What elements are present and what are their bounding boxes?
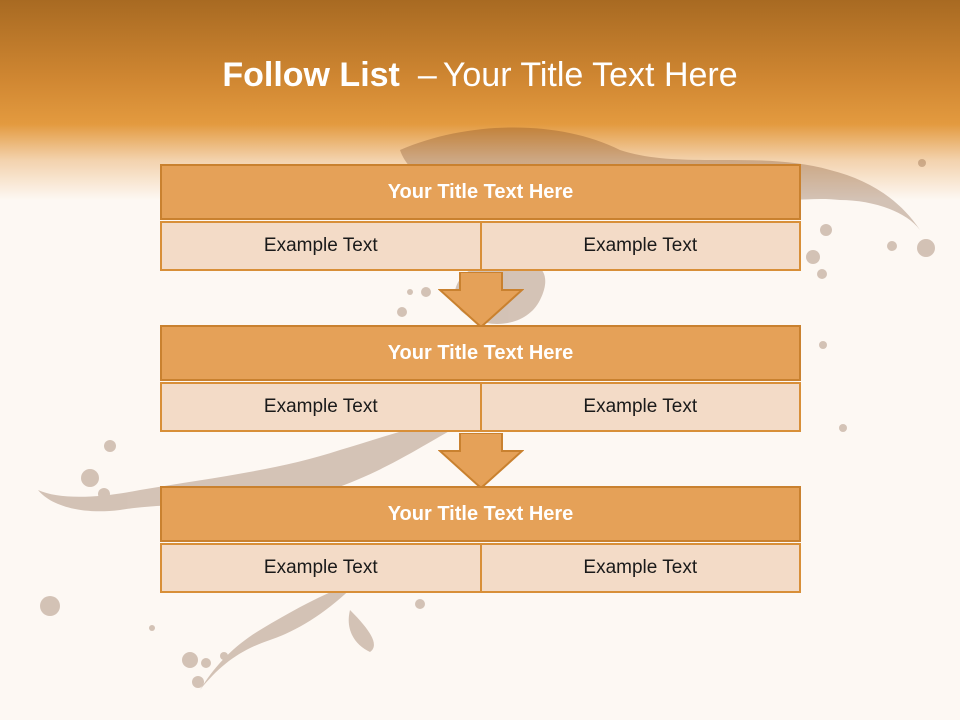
block-cell-left: Example Text [160, 543, 482, 593]
list-block-2: Your Title Text Here Example Text Exampl… [160, 325, 801, 432]
block-title: Your Title Text Here [160, 164, 801, 220]
slide-title-separator: – [417, 56, 437, 94]
slide-title-rest: Your Title Text Here [442, 56, 738, 94]
slide-title-bold: Follow List [222, 56, 400, 94]
block-cell-left: Example Text [160, 382, 482, 432]
block-row: Example Text Example Text [160, 221, 801, 271]
block-title: Your Title Text Here [160, 325, 801, 381]
list-block-1: Your Title Text Here Example Text Exampl… [160, 164, 801, 271]
down-arrow-icon [438, 433, 524, 489]
block-title: Your Title Text Here [160, 486, 801, 542]
block-cell-right: Example Text [481, 382, 801, 432]
list-block-3: Your Title Text Here Example Text Exampl… [160, 486, 801, 593]
block-cell-right: Example Text [481, 543, 801, 593]
down-arrow-icon [438, 272, 524, 328]
block-cell-left: Example Text [160, 221, 482, 271]
block-row: Example Text Example Text [160, 382, 801, 432]
block-cell-right: Example Text [481, 221, 801, 271]
slide-title: Follow List–Your Title Text Here [0, 56, 960, 95]
block-row: Example Text Example Text [160, 543, 801, 593]
